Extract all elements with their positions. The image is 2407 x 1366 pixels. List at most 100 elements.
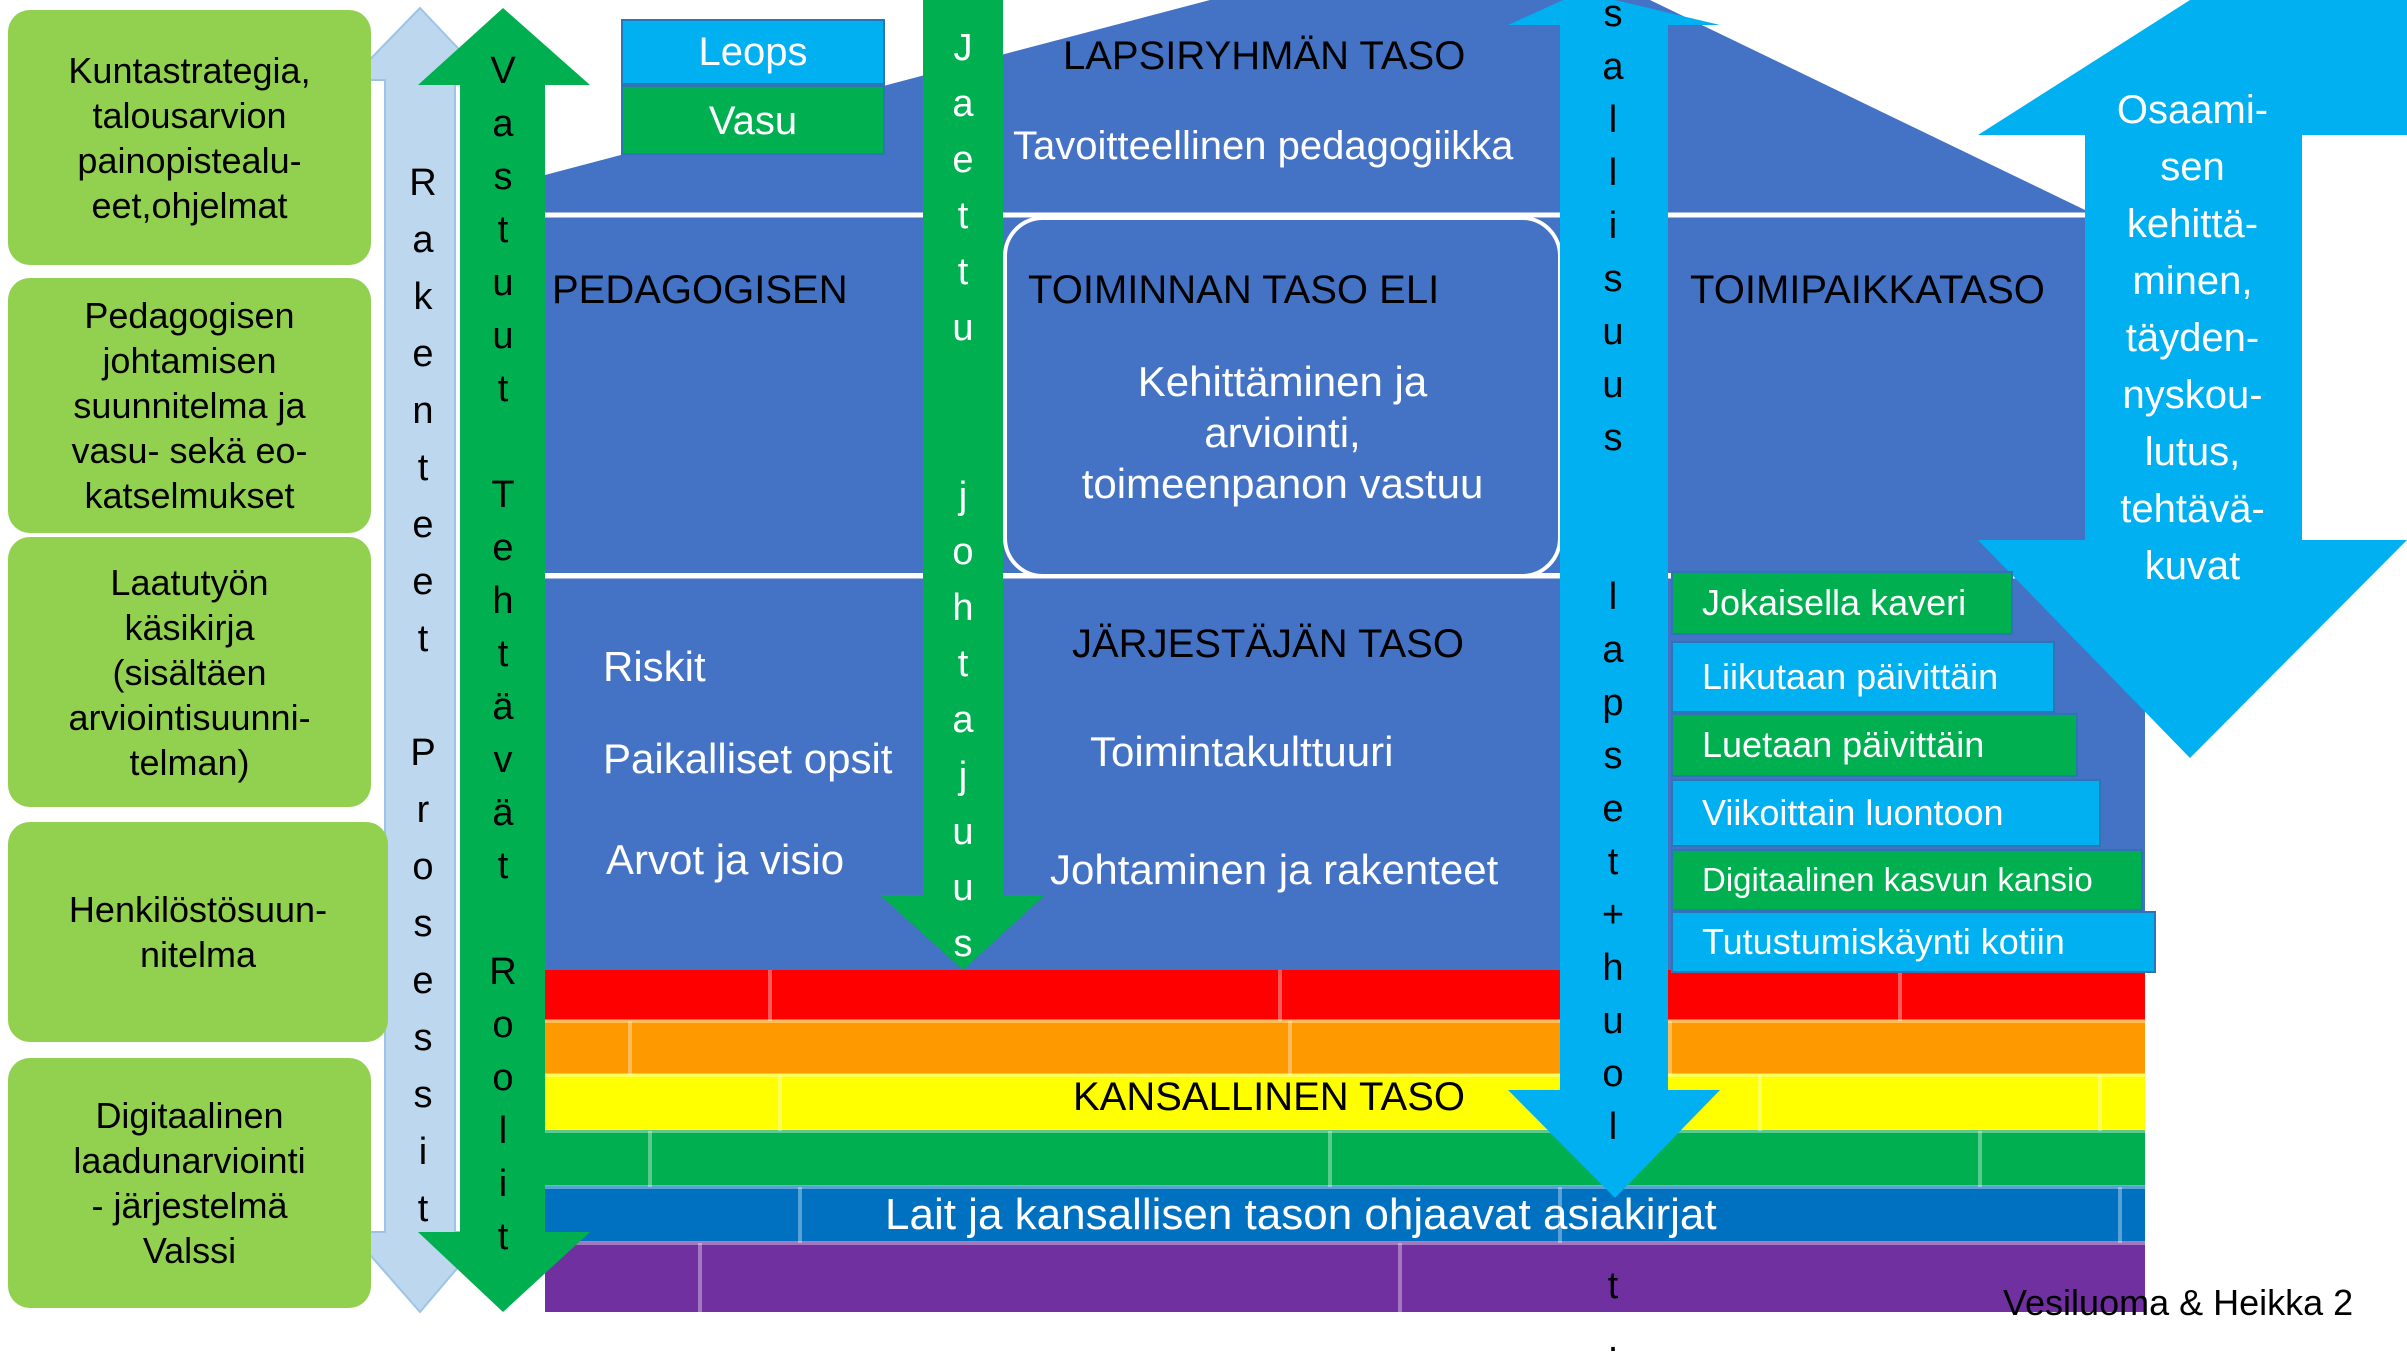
arrow-osaamisen-kehittaminen xyxy=(1978,0,2407,758)
diagram-graphics xyxy=(347,0,2407,1314)
pedagogical-plan-box: Pedagogisen johtamisen suunnitelma ja va… xyxy=(8,278,371,533)
vertical-letter: t xyxy=(497,209,509,251)
vertical-letter: i xyxy=(1608,205,1618,247)
vertical-letter: t xyxy=(417,447,429,489)
vertical-letter: s xyxy=(1603,417,1623,459)
activity-label: Luetaan päivittäin xyxy=(1702,724,1985,765)
vertical-letter: o xyxy=(952,531,974,573)
vertical-letter: a xyxy=(492,103,514,145)
lower-left-item-3: Arvot ja visio xyxy=(606,836,845,883)
vertical-letter: h xyxy=(492,580,514,622)
vasu-label: Vasu xyxy=(708,99,798,143)
vertical-letter: e xyxy=(412,333,434,375)
activity-label: Liikutaan päivittäin xyxy=(1702,656,1999,697)
vertical-letter: u xyxy=(1602,364,1624,406)
vertical-letter: t xyxy=(957,195,969,237)
vertical-letter: s xyxy=(1603,735,1623,777)
vertical-letter: a xyxy=(952,83,974,125)
roof-title: LAPSIRYHMÄN TASO xyxy=(1063,34,1466,78)
vertical-letter: a xyxy=(952,699,974,741)
organizer-level-heading: JÄRJESTÄJÄN TASO xyxy=(1072,622,1464,666)
vertical-letter: e xyxy=(492,527,514,569)
vertical-letter: t xyxy=(1607,841,1619,883)
vertical-letter: u xyxy=(492,262,514,304)
vertical-letter: n xyxy=(412,390,434,432)
activity-label: Viikoittain luontoon xyxy=(1702,792,2004,833)
vertical-letter: . xyxy=(1607,1318,1619,1360)
vasu-tag xyxy=(621,85,885,155)
vertical-letter: s xyxy=(1603,0,1623,35)
activity-label: Digitaalinen kasvun kansio xyxy=(1702,861,2093,898)
vertical-letter: a xyxy=(1602,46,1624,88)
arrow-jaettu-johtajuus xyxy=(880,0,1045,970)
lower-left-item-1: Riskit xyxy=(603,643,706,690)
operational-description: Kehittäminen ja arviointi, toimeenpanon … xyxy=(1081,358,1484,507)
leops-label: Leops xyxy=(698,30,808,74)
vertical-letter: o xyxy=(492,1057,514,1099)
strategy-box: Kuntastrategia, talousarvion painopistea… xyxy=(8,10,371,265)
quality-handbook-box: Laatutyön käsikirja (sisältäen arviointi… xyxy=(8,537,371,807)
vertical-letter: u xyxy=(1602,311,1624,353)
vertical-letter: s xyxy=(413,1074,433,1116)
vertical-letter: l xyxy=(498,1110,508,1152)
vertical-letter: t xyxy=(497,1216,509,1258)
vertical-letter: t xyxy=(497,633,509,675)
vertical-letter: t xyxy=(957,643,969,685)
vertical-letter: t xyxy=(497,845,509,887)
vertical-letter: t xyxy=(957,251,969,293)
valssi-box: Digitaalinen laadunarviointi - järjestel… xyxy=(8,1058,371,1308)
quality-management-diagram: Kuntastrategia, talousarvion painopistea… xyxy=(8,0,2407,1360)
vertical-letter: R xyxy=(409,162,437,204)
operational-heading: TOIMINNAN TASO ELI xyxy=(1028,268,1440,312)
vertical-letter: a xyxy=(1602,629,1624,671)
vertical-letter: j xyxy=(958,755,968,797)
activity-label: Jokaisella kaveri xyxy=(1702,582,1967,623)
vertical-letter: h xyxy=(952,587,974,629)
vertical-letter: k xyxy=(413,276,433,318)
activity-box xyxy=(1671,571,2013,635)
vertical-letter: o xyxy=(492,1004,514,1046)
vertical-letter: e xyxy=(412,504,434,546)
vertical-letter: v xyxy=(493,739,513,781)
rainbow-foundation xyxy=(545,970,2145,1312)
vertical-letter: o xyxy=(1602,1053,1624,1095)
activity-box xyxy=(1671,713,2078,777)
vertical-letter: s xyxy=(1603,258,1623,300)
vertical-letter: i xyxy=(498,1163,508,1205)
vertical-letter: s xyxy=(413,1017,433,1059)
vertical-letter: V xyxy=(490,50,516,92)
arrow-osallisuus xyxy=(1508,0,1720,1198)
vertical-letter: s xyxy=(493,156,513,198)
activity-box xyxy=(1671,911,2156,973)
vertical-letter: ä xyxy=(492,792,514,834)
vertical-letter: s xyxy=(953,923,973,965)
vertical-letter: p xyxy=(1602,682,1624,724)
vertical-letter: u xyxy=(952,867,974,909)
vertical-letter: t xyxy=(417,618,429,660)
vertical-letter: P xyxy=(410,732,436,774)
vertical-letter: e xyxy=(952,139,974,181)
vertical-letter: l xyxy=(1608,99,1618,141)
activity-box xyxy=(1671,849,2143,911)
roof-subtitle: Tavoitteellinen pedagogiikka xyxy=(1013,124,1514,168)
lower-center-item-2: Johtaminen ja rakenteet xyxy=(1050,846,1499,893)
vertical-letter: u xyxy=(952,811,974,853)
vertical-letter: R xyxy=(489,951,517,993)
vertical-letter: u xyxy=(952,307,974,349)
vertical-letter: u xyxy=(1602,1000,1624,1042)
vertical-letter: o xyxy=(412,846,434,888)
national-level-heading: KANSALLINEN TASO xyxy=(1073,1075,1465,1119)
author-credit: Vesiluoma & Heikka 2 xyxy=(2003,1282,2354,1323)
vertical-letter: h xyxy=(1602,947,1624,989)
activity-box xyxy=(1671,779,2101,847)
lower-left-item-2: Paikalliset opsit xyxy=(603,735,893,782)
vertical-letter: e xyxy=(412,561,434,603)
vertical-letter: t xyxy=(497,368,509,410)
activity-label: Tutustumiskäynti kotiin xyxy=(1702,921,2065,962)
activity-box xyxy=(1671,641,2055,713)
arrow-vastuut-roolit xyxy=(418,8,590,1312)
vertical-letter: i xyxy=(418,1131,428,1173)
